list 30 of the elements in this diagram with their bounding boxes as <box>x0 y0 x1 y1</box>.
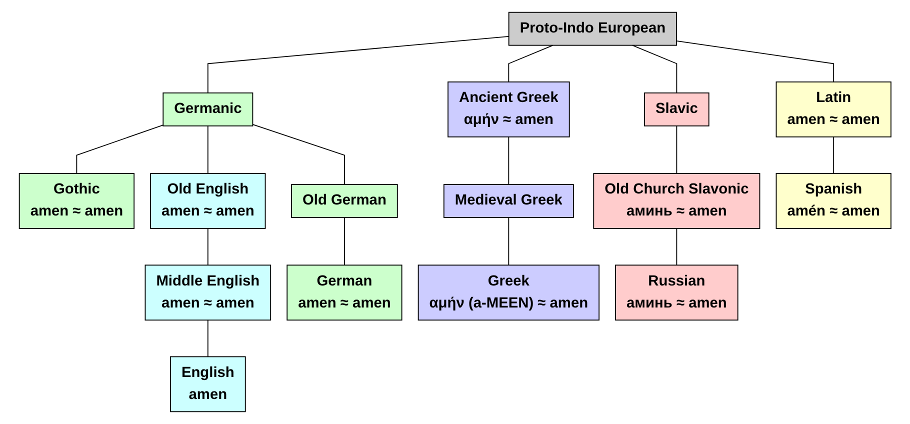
connector <box>676 228 677 266</box>
node-box: Medieval Greek <box>443 184 574 218</box>
connector <box>676 40 834 82</box>
node-box: Russian аминь ≈ amen <box>614 264 738 321</box>
connector <box>676 125 677 174</box>
connector <box>508 44 554 82</box>
node-box: German amen ≈ amen <box>286 264 402 321</box>
node-box: Old English amen ≈ amen <box>150 173 266 229</box>
node-box: Greek αμήν (a-MEEN) ≈ amen <box>418 264 600 321</box>
node-box: Old Church Slavonic аминь ≈ amen <box>593 173 760 229</box>
node-box: Ancient Greek αμήν ≈ amen <box>447 81 570 138</box>
node-box: Middle English amen ≈ amen <box>144 264 271 321</box>
connector <box>508 136 509 185</box>
connector <box>252 124 345 185</box>
connector <box>207 320 208 358</box>
node-box: Germanic <box>162 92 253 126</box>
node-box: Spanish amén ≈ amen <box>776 173 892 229</box>
node-box: Proto-Indo European <box>508 12 677 46</box>
node-box: Latin amen ≈ amen <box>776 81 892 138</box>
connector <box>207 36 510 94</box>
connector <box>344 217 345 266</box>
node-box: English amen <box>170 356 246 412</box>
node-box: Old German <box>290 184 398 218</box>
connector <box>508 217 509 266</box>
connector <box>76 124 164 174</box>
node-box: Slavic <box>644 92 710 126</box>
node-box: Gothic amen ≈ amen <box>18 173 134 229</box>
connector <box>832 136 834 174</box>
connector <box>207 228 208 266</box>
connector <box>207 125 208 174</box>
